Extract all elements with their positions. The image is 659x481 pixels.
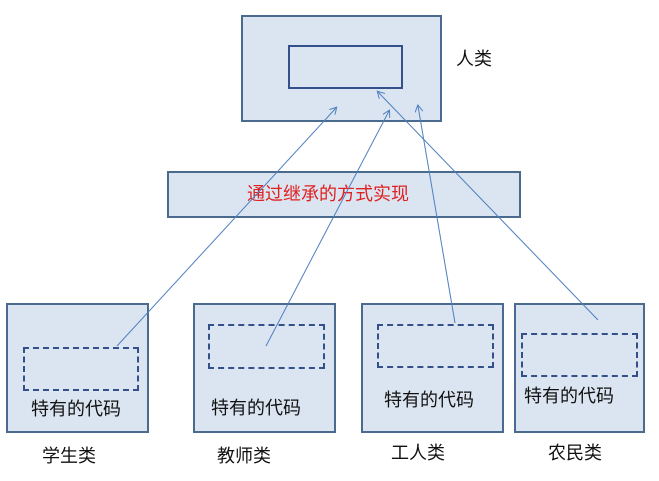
arrow-worker-to-parent [418, 106, 456, 324]
code-dashed-box [23, 347, 139, 391]
class-caption-worker: 工人类 [391, 443, 445, 464]
class-caption-teacher: 教师类 [217, 446, 271, 467]
code-label-student: 特有的代码 [31, 399, 121, 420]
code-dashed-box [377, 324, 494, 368]
code-label-teacher: 特有的代码 [211, 398, 301, 419]
child-class-box-worker [361, 303, 504, 433]
class-caption-student: 学生类 [42, 446, 96, 467]
code-label-farmer: 特有的代码 [524, 386, 614, 407]
parent-class-label: 人类 [456, 49, 492, 70]
arrow-student-to-parent [116, 108, 336, 347]
parent-inner-box [288, 45, 403, 89]
parent-class-box [241, 15, 442, 122]
code-dashed-box [208, 324, 325, 369]
arrow-teacher-to-parent [265, 111, 389, 347]
child-class-box-teacher [193, 303, 336, 433]
child-class-box-student [6, 303, 149, 433]
class-caption-farmer: 农民类 [548, 443, 602, 464]
child-class-box-farmer [514, 303, 645, 433]
inheritance-label: 通过继承的方式实现 [247, 184, 409, 205]
code-dashed-box [521, 333, 638, 377]
arrow-farmer-to-parent [378, 92, 599, 321]
code-label-worker: 特有的代码 [384, 390, 474, 411]
